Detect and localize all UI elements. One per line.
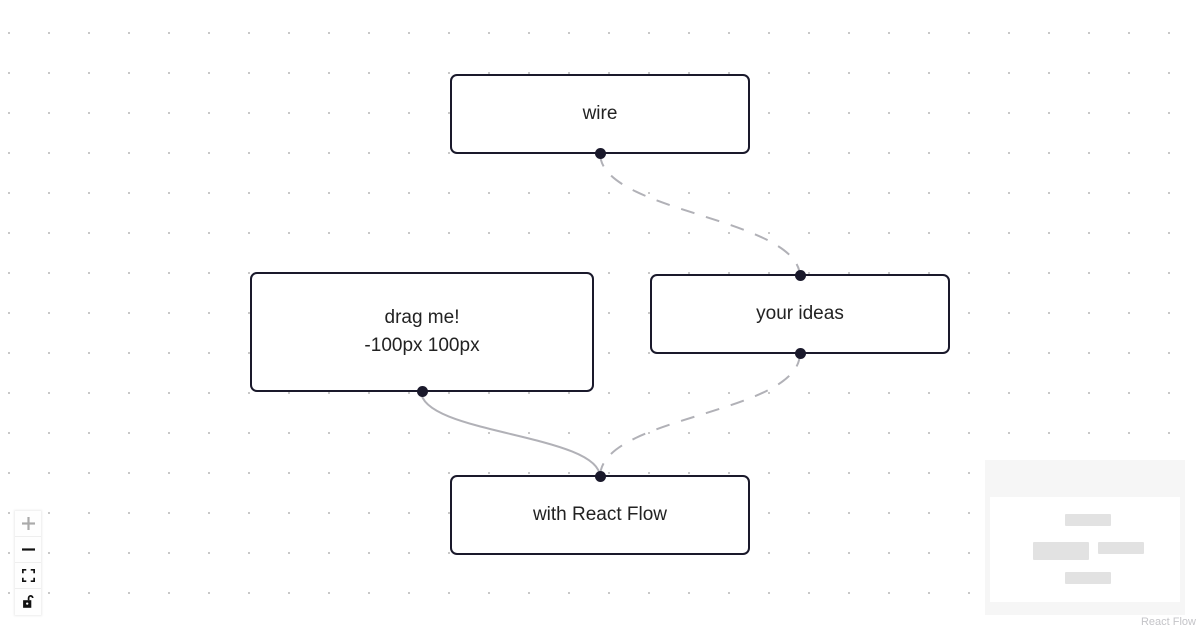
- node-wire-label: wire: [582, 103, 618, 125]
- node-with-react-flow-label: with React Flow: [532, 504, 668, 526]
- edge-wire-to-your-ideas: [599, 152, 801, 278]
- minimap-node-with-react-flow: [1065, 572, 1111, 584]
- node-your-ideas[interactable]: your ideas: [650, 269, 950, 359]
- zoom-in-button[interactable]: [15, 511, 41, 537]
- minimap-node-your-ideas: [1098, 542, 1144, 554]
- node-your-ideas-label: your ideas: [756, 303, 844, 325]
- node-your-ideas-target-handle[interactable]: [794, 269, 806, 281]
- edge-drag-me-to-with-react-flow: [420, 390, 601, 478]
- node-drag-me-label: drag me!: [384, 307, 460, 329]
- minimap-node-wire: [1065, 514, 1111, 526]
- edge-your-ideas-to-with-react-flow: [599, 352, 801, 478]
- lock-button[interactable]: [15, 589, 41, 615]
- minimap-node-drag-me: [1033, 542, 1089, 560]
- node-with-react-flow-target-handle[interactable]: [594, 470, 606, 482]
- node-with-react-flow[interactable]: with React Flow: [450, 470, 750, 555]
- minimap[interactable]: [985, 460, 1185, 615]
- fit-view-icon: [21, 569, 35, 582]
- node-your-ideas-source-handle[interactable]: [794, 347, 806, 359]
- react-flow-attribution[interactable]: React Flow: [1141, 616, 1196, 628]
- minus-icon: [21, 548, 35, 551]
- zoom-out-button[interactable]: [15, 537, 41, 563]
- node-drag-me-position: -100px 100px: [364, 335, 480, 356]
- node-drag-me-source-handle[interactable]: [416, 385, 428, 397]
- controls-panel: [15, 511, 41, 615]
- node-wire[interactable]: wire: [450, 74, 750, 159]
- plus-icon: [21, 517, 35, 530]
- node-wire-source-handle[interactable]: [594, 147, 606, 159]
- node-drag-me[interactable]: drag me! -100px 100px: [250, 272, 594, 397]
- fit-view-button[interactable]: [15, 563, 41, 589]
- unlock-icon: [22, 595, 34, 608]
- attribution-label: React Flow: [1140, 616, 1196, 628]
- minimap-svg: [990, 497, 1180, 602]
